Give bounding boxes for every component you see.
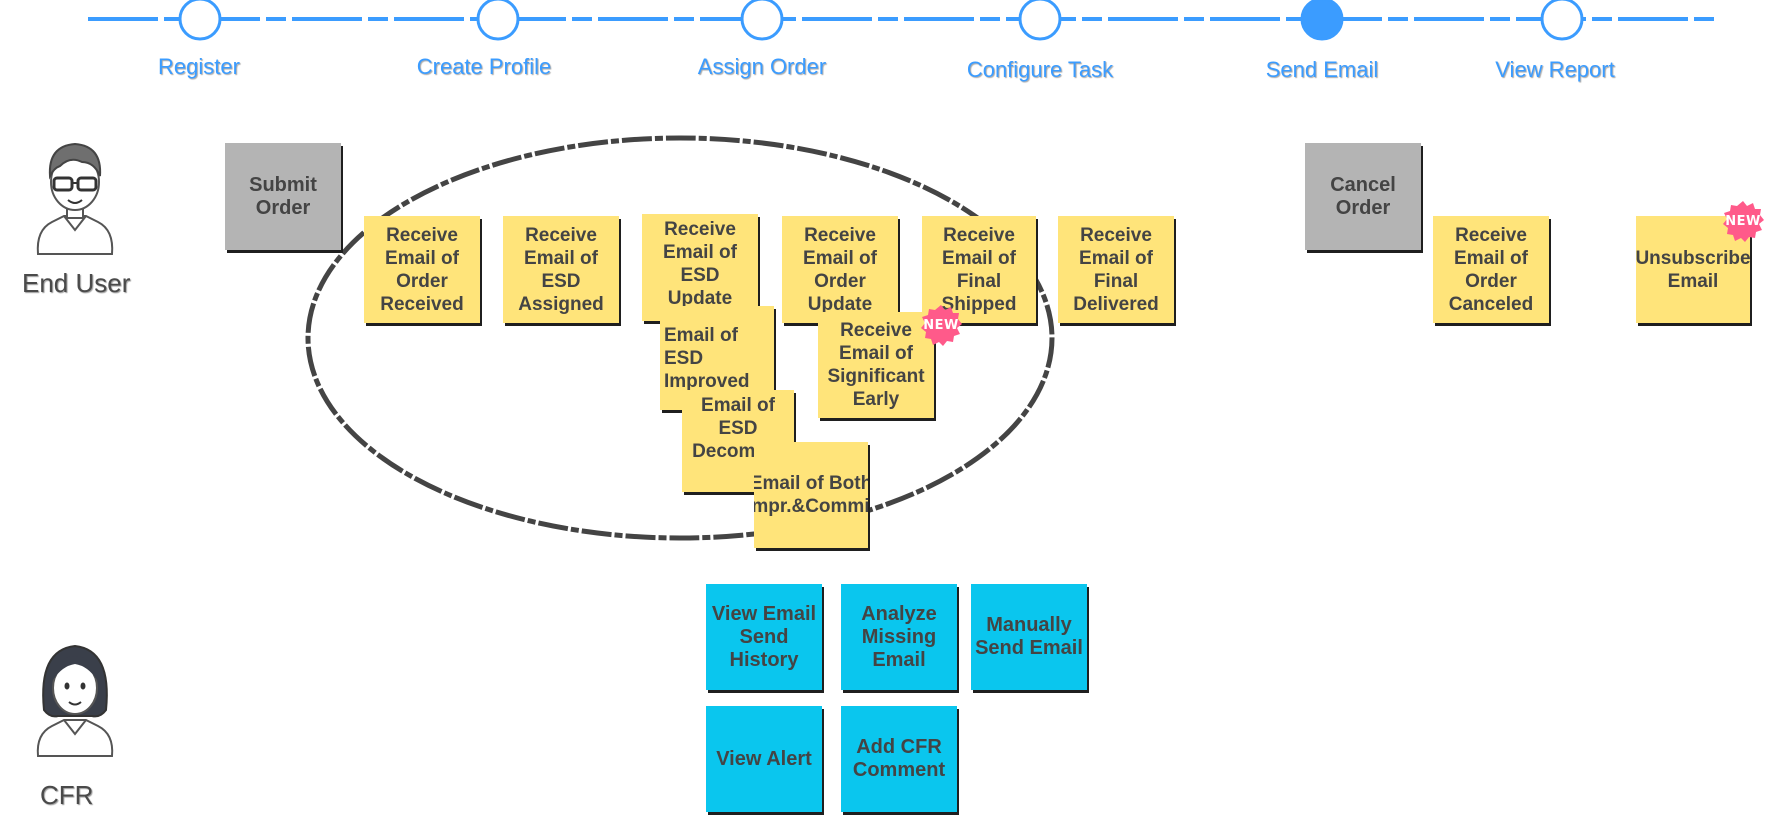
receive-email-order-canceled-card[interactable]: Receive Email of Order Canceled (1433, 216, 1549, 323)
new-badge-icon (1723, 201, 1764, 242)
step-label-assign-order: Assign Order (697, 54, 827, 79)
receive-email-order-received-card[interactable]: Receive Email of Order Received (364, 216, 480, 323)
receive-email-final-shipped-card[interactable]: Receive Email of Final Shipped (922, 216, 1036, 323)
submit-order-card[interactable]: Submit Order (225, 143, 341, 250)
manually-send-email-card[interactable]: Manually Send Email (971, 584, 1087, 690)
timeline-track (88, 0, 1720, 41)
male-user-avatar-icon (36, 142, 114, 255)
step-label-send-email: Send Email (1265, 57, 1379, 82)
end-user-avatar (30, 138, 120, 261)
step-label-register: Register (158, 54, 240, 79)
cancel-order-card[interactable]: Cancel Order (1305, 143, 1421, 250)
female-user-avatar-icon (36, 644, 114, 757)
new-badge: NEW (920, 304, 962, 346)
step-label-configure-task: Configure Task (966, 57, 1114, 82)
timeline-node-create-profile[interactable] (476, 0, 520, 41)
new-badge-unsubscribe: NEW (1722, 200, 1764, 242)
analyze-missing-email-card[interactable]: Analyze Missing Email (841, 584, 957, 690)
receive-email-esd-update-card[interactable]: Receive Email of ESD Update (642, 214, 758, 321)
timeline-node-register[interactable] (178, 0, 222, 41)
receive-email-esd-assigned-card[interactable]: Receive Email of ESD Assigned (503, 216, 619, 323)
add-cfr-comment-card[interactable]: Add CFR Comment (841, 706, 957, 812)
new-badge-icon (921, 305, 962, 346)
receive-email-final-delivered-card[interactable]: Receive Email of Final Delivered (1058, 216, 1174, 323)
timeline-node-configure-task[interactable] (1018, 0, 1062, 41)
timeline-node-send-email[interactable] (1300, 0, 1344, 41)
cfr-avatar (30, 640, 120, 763)
view-alert-card[interactable]: View Alert (706, 706, 822, 812)
timeline-node-view-report[interactable] (1540, 0, 1584, 41)
step-label-view-report: View Report (1495, 57, 1615, 82)
step-label-create-profile: Create Profile (416, 54, 552, 79)
cfr-label: CFR (40, 780, 94, 810)
view-email-send-history-card[interactable]: View Email Send History (706, 584, 822, 690)
email-both-impr-commit-card[interactable]: Email of Both Impr.&Commit (754, 442, 868, 548)
timeline-node-assign-order[interactable] (740, 0, 784, 41)
receive-email-order-update-card[interactable]: Receive Email of Order Update (782, 216, 898, 323)
end-user-label: End User (22, 268, 131, 298)
receive-email-significant-early-card[interactable]: Receive Email of Significant Early (818, 312, 934, 418)
